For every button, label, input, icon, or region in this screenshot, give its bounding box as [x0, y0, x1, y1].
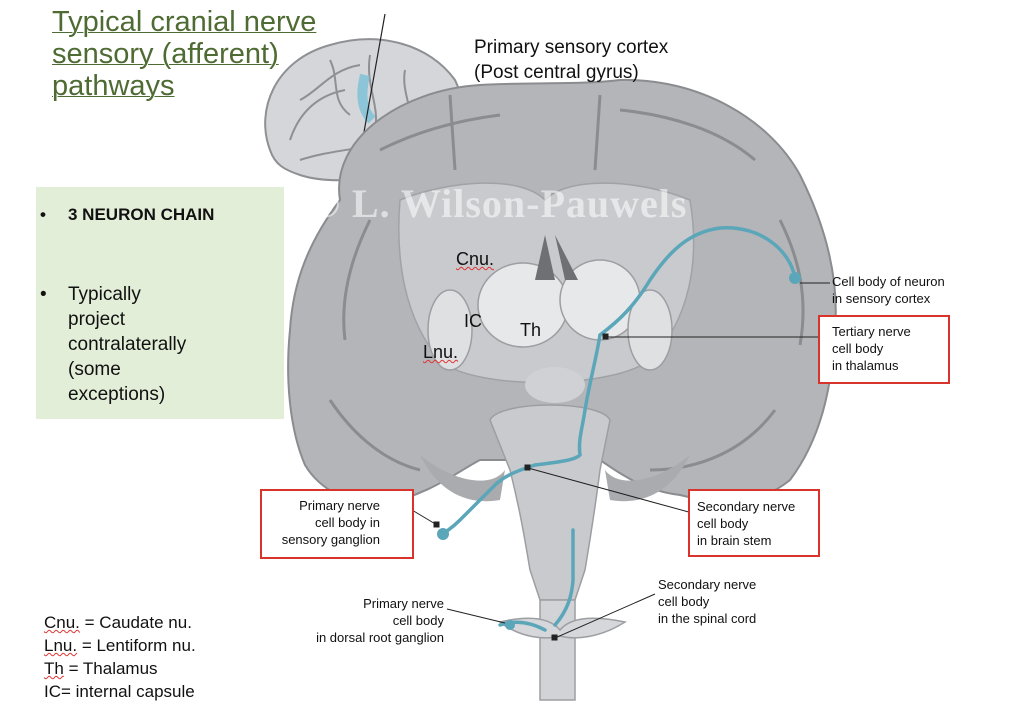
- callout-line: in brain stem: [697, 533, 772, 548]
- callout-line: in thalamus: [832, 358, 899, 373]
- title-line-3: pathways: [52, 70, 175, 102]
- cortex-label: Primary sensory cortex (Post central gyr…: [474, 35, 668, 85]
- bullet-neuron-chain: • 3 NEURON CHAIN: [40, 202, 214, 227]
- callout-line: Primary nerve: [299, 498, 380, 513]
- legend-def: = internal capsule: [61, 682, 195, 701]
- callout-line: Cell body of neuron: [832, 274, 945, 289]
- callout-line: cell body in: [314, 515, 380, 530]
- bullet-marker: •: [40, 284, 47, 305]
- abbreviation-legend: Cnu. = Caudate nu. Lnu. = Lentiform nu. …: [44, 611, 196, 703]
- legend-lnu: Lnu. = Lentiform nu.: [44, 634, 196, 657]
- title-line-1: Typical cranial nerve: [52, 6, 317, 38]
- callout-line: Secondary nerve: [658, 577, 757, 592]
- primary-ganglion-highlight-box: [260, 489, 414, 559]
- callout-line: in the spinal cord: [658, 611, 757, 626]
- callout-primary-ganglion: Primary nerve cell body in sensory gangl…: [266, 497, 380, 548]
- callout-primary-drg: Primary nerve cell body in dorsal root g…: [280, 595, 444, 646]
- bullet-projection-text: Typically project contralaterally (some …: [68, 282, 258, 407]
- callout-cell-body-cortex: Cell body of neuron in sensory cortex: [832, 273, 945, 307]
- callout-line: Primary nerve: [363, 596, 444, 611]
- bullet-panel: [36, 187, 284, 419]
- callout-secondary-spinal: Secondary nerve cell body in the spinal …: [658, 576, 756, 627]
- lentiform-shape: [427, 289, 473, 371]
- projection-line-4: (some: [68, 359, 121, 380]
- legend-abbr: IC: [44, 682, 61, 701]
- label-th: Th: [520, 320, 542, 340]
- callout-line: Tertiary nerve: [832, 324, 911, 339]
- cortex-label-line-1: Primary sensory cortex: [474, 37, 669, 58]
- leader-lines: [411, 282, 830, 641]
- nerve-pathway: [441, 226, 797, 632]
- bullet-marker: •: [40, 205, 46, 224]
- cell-bodies: [437, 272, 801, 630]
- callout-line: in sensory cortex: [832, 291, 931, 306]
- bullet-neuron-chain-text: 3 NEURON CHAIN: [68, 205, 215, 224]
- legend-def: = Caudate nu.: [79, 613, 192, 632]
- callout-secondary-brainstem: Secondary nerve cell body in brain stem: [697, 498, 795, 549]
- projection-line-1: Typically: [68, 284, 141, 305]
- legend-def: = Thalamus: [63, 659, 158, 678]
- legend-th: Th = Thalamus: [44, 657, 196, 680]
- legend-abbr: Cnu.: [44, 613, 80, 632]
- callout-line: Secondary nerve: [697, 499, 796, 514]
- legend-cnu: Cnu. = Caudate nu.: [44, 611, 196, 634]
- tertiary-highlight-box: [818, 315, 950, 384]
- callout-line: sensory ganglion: [281, 532, 380, 547]
- label-lnu: Lnu.: [423, 342, 459, 362]
- projection-line-5: exceptions): [68, 384, 166, 405]
- bullet-projection: • Typically project contralaterally (som…: [40, 282, 280, 407]
- legend-ic: IC= internal capsule: [44, 680, 196, 703]
- callout-line: cell body: [832, 341, 884, 356]
- callout-line: in dorsal root ganglion: [316, 630, 444, 645]
- callout-tertiary: Tertiary nerve cell body in thalamus: [832, 323, 911, 374]
- title-line-2: sensory (afferent): [52, 38, 279, 70]
- secondary-brainstem-highlight-box: [688, 489, 820, 557]
- slide-title: Typical cranial nerve sensory (afferent)…: [52, 6, 316, 102]
- projection-line-2: project: [68, 309, 126, 330]
- cortex-label-line-2: (Post central gyrus): [474, 62, 639, 83]
- callout-line: cell body: [658, 594, 710, 609]
- watermark: © L. Wilson-Pauwels: [310, 181, 688, 226]
- callout-line: cell body: [697, 516, 749, 531]
- legend-abbr: Th: [44, 659, 64, 678]
- legend-abbr: Lnu.: [44, 636, 78, 655]
- legend-def: = Lentiform nu.: [77, 636, 196, 655]
- projection-line-3: contralaterally: [68, 334, 187, 355]
- label-ic: IC: [464, 311, 482, 331]
- callout-line: cell body: [392, 613, 444, 628]
- label-cnu: Cnu.: [456, 249, 495, 269]
